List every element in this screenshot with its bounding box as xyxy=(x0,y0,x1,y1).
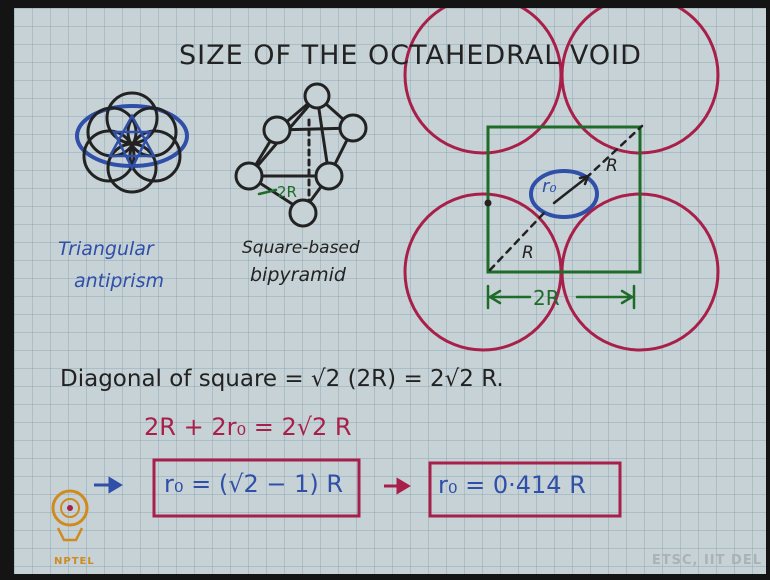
equation-sum: 2R + 2r₀ = 2√2 R xyxy=(144,413,352,441)
result-numeric: r₀ = 0·414 R xyxy=(438,471,586,499)
nptel-logo-text: NPTEL xyxy=(54,556,95,567)
nptel-logo xyxy=(51,489,89,542)
triangular-antiprism-drawing xyxy=(75,91,189,194)
void-radius-label: r₀ xyxy=(542,176,557,197)
page-title: SIZE OF THE OCTAHEDRAL VOID xyxy=(179,40,642,71)
implies-arrow xyxy=(384,477,411,495)
octahedral-void-construction xyxy=(403,8,720,352)
width-label: 2R xyxy=(533,286,560,310)
radius-label-top: R xyxy=(606,156,618,176)
radius-label-bottom: R xyxy=(522,243,534,263)
caption-bipyramid: bipyramid xyxy=(250,264,346,286)
square-bipyramid-drawing xyxy=(234,82,368,228)
watermark: ETSC, IIT DEL xyxy=(651,553,762,568)
equation-diagonal: Diagonal of square = √2 (2R) = 2√2 R. xyxy=(60,366,504,392)
caption-triangular: Triangular xyxy=(58,238,154,260)
result-arrows xyxy=(94,476,123,494)
caption-square-based: Square-based xyxy=(242,238,360,258)
result-boxes xyxy=(152,458,622,518)
diagram-canvas xyxy=(51,8,720,542)
notebook-page: SIZE OF THE OCTAHEDRAL VOID Triangular a… xyxy=(14,8,766,574)
caption-antiprism: antiprism xyxy=(74,270,164,292)
edge-label: 2R xyxy=(277,183,297,201)
result-formula: r₀ = (√2 − 1) R xyxy=(164,470,344,498)
